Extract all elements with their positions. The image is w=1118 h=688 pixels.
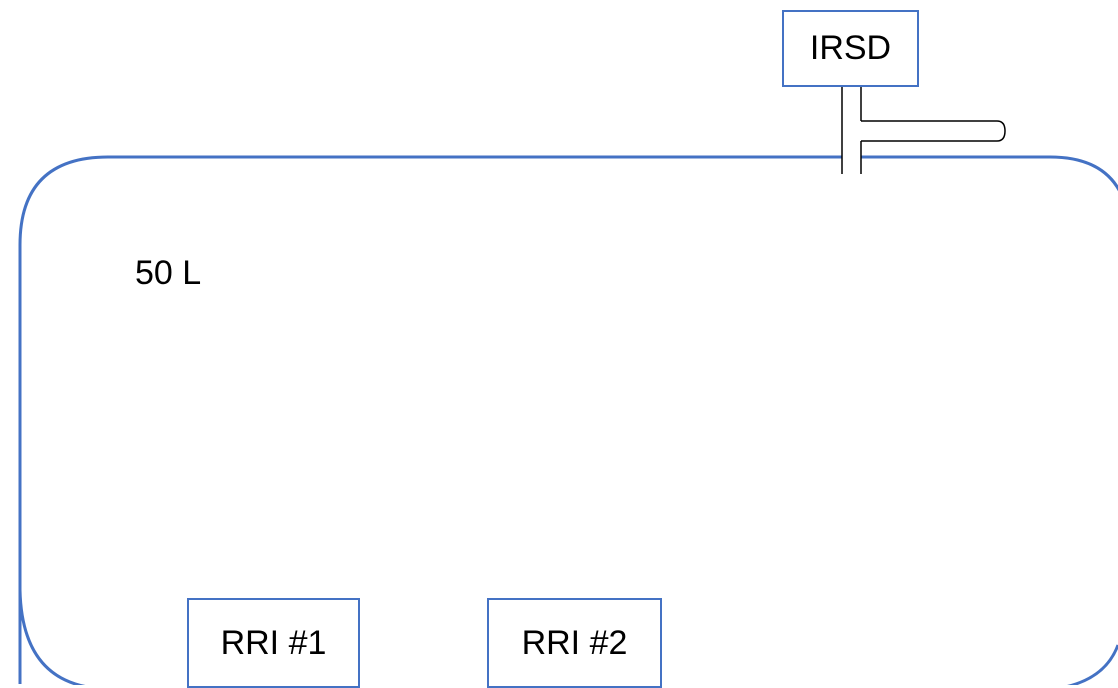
rri-2-label: RRI #2 — [521, 623, 628, 662]
vessel-outline — [18, 155, 1118, 685]
irsd-sensor-box: IRSD — [782, 10, 919, 87]
vessel-bottom-right-curve — [1066, 644, 1118, 685]
volume-label: 50 L — [135, 254, 202, 292]
rri-1-box: RRI #1 — [187, 598, 360, 688]
vessel-bottom-left-curve — [18, 589, 86, 685]
rri-2-box: RRI #2 — [487, 598, 662, 688]
sensor-pipe — [841, 87, 1006, 174]
irsd-sensor-label: IRSD — [809, 29, 892, 67]
rri-1-label: RRI #1 — [220, 623, 327, 662]
